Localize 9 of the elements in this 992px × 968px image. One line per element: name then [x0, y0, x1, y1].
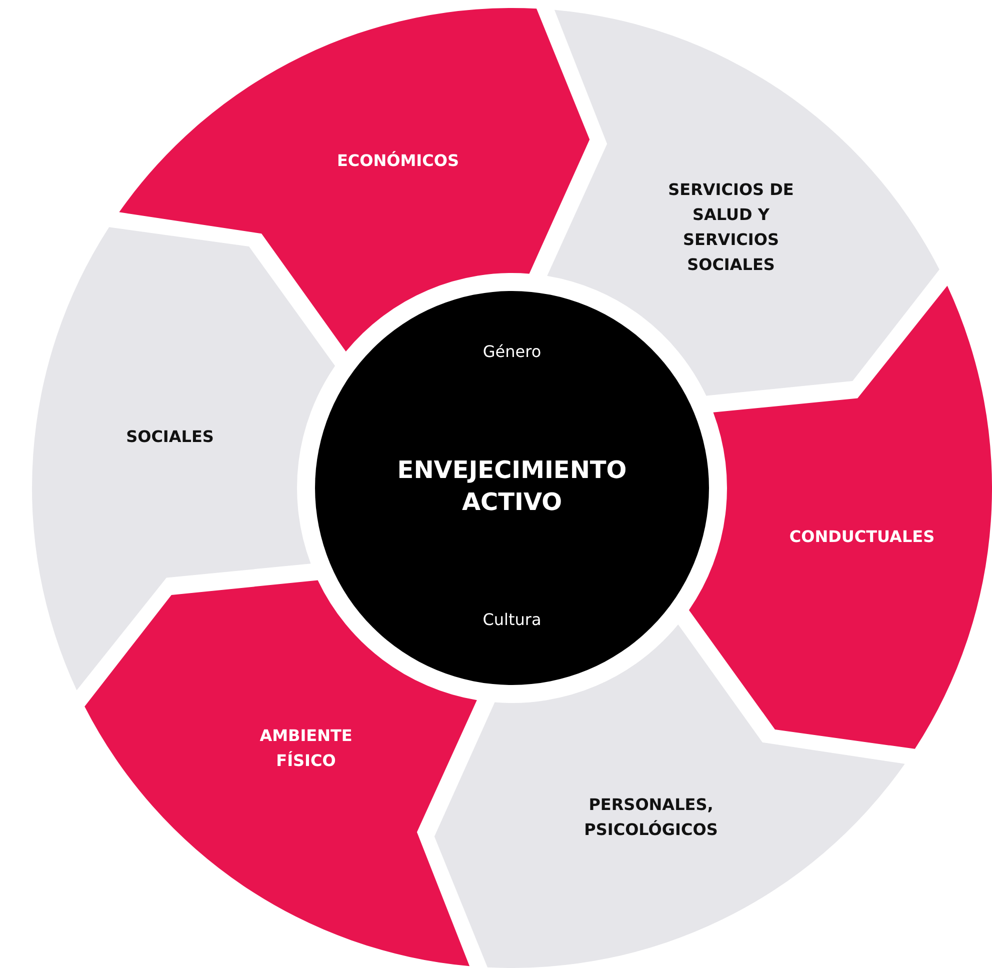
segment-label: AMBIENTE FÍSICO — [258, 725, 354, 772]
circle-note: Cultura — [482, 609, 542, 631]
segment-label: CONDUCTUALES — [789, 526, 935, 548]
center-title: ENVEJECIMIENTO ACTIVO — [396, 454, 628, 518]
segment-label: ECONÓMICOS — [336, 150, 459, 172]
segment-label: SERVICIOS DE SALUD Y SERVICIOS SOCIALES — [667, 179, 795, 276]
segment-label: PERSONALES, PSICOLÓGICOS — [583, 794, 719, 841]
segment-label: SOCIALES — [126, 426, 214, 448]
circle-note: Género — [482, 341, 542, 363]
